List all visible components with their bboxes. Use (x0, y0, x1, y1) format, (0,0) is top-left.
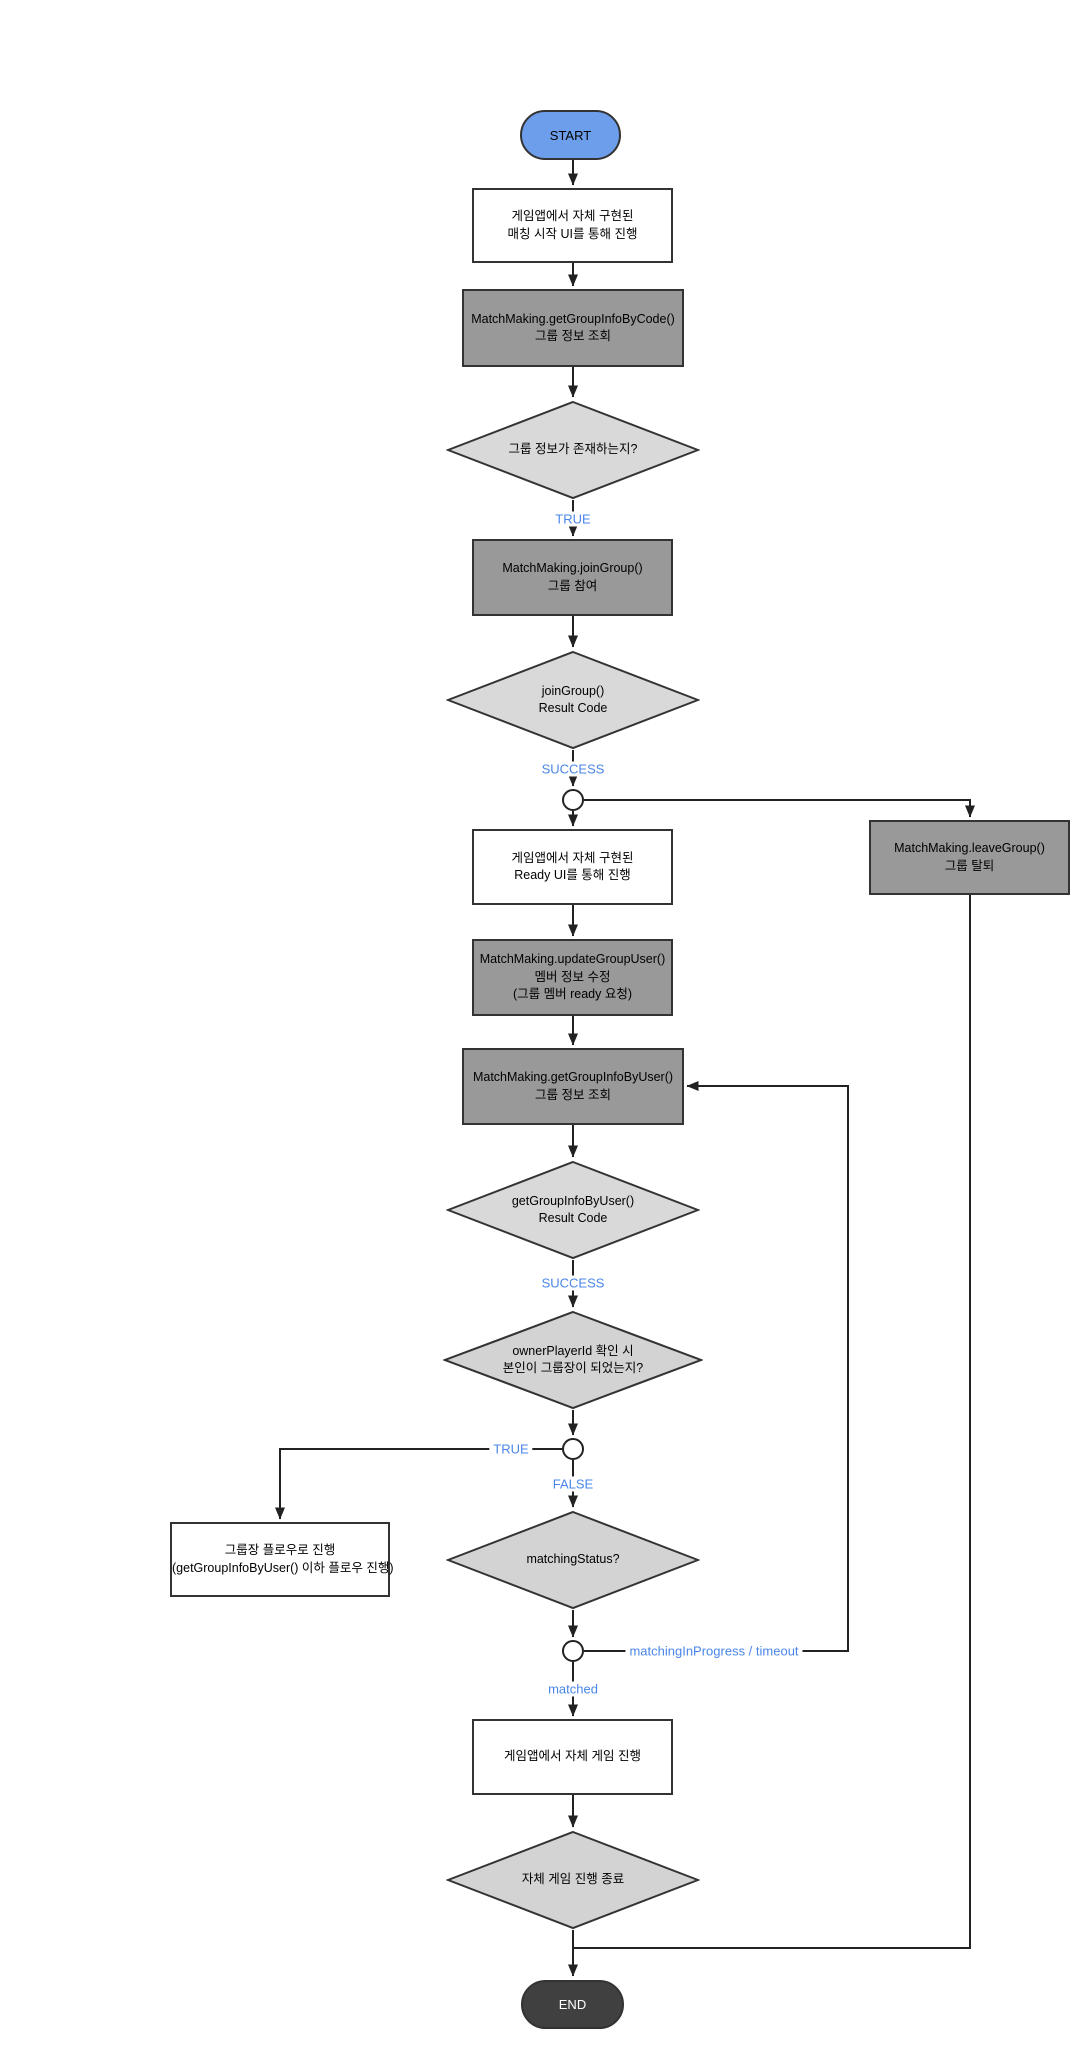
connector-circle-1 (562, 789, 584, 811)
process-label: MatchMaking.updateGroupUser() 멤버 정보 수정 (… (479, 952, 666, 1002)
connector-circle-3 (562, 1640, 584, 1662)
edge-label-true-join: TRUE (551, 511, 595, 527)
edge-label-success-get-info: SUCCESS (537, 1275, 609, 1291)
decision-game-end: 자체 게임 진행 종료 (446, 1830, 700, 1930)
edge-label-true-owner: TRUE (489, 1441, 533, 1457)
decision-get-group-info-result: getGroupInfoByUser() Result Code (446, 1160, 700, 1260)
edge-label-success-join: SUCCESS (537, 761, 609, 777)
process-label: 그룹장 플로우로 진행 (getGroupInfoByUser() 이하 플로우… (172, 1543, 394, 1575)
decision-join-group-result: joinGroup() Result Code (446, 650, 700, 750)
decision-label: 자체 게임 진행 종료 (521, 1872, 625, 1887)
end-label: END (558, 1997, 587, 2012)
process-matching-ui: 게임앱에서 자체 구현된 매칭 시작 UI를 통해 진행 (472, 188, 673, 263)
process-leave-group: MatchMaking.leaveGroup() 그룹 탈퇴 (869, 820, 1070, 895)
process-label: 게임앱에서 자체 게임 진행 (504, 1749, 641, 1764)
diamond-shape (446, 1160, 700, 1260)
diamond-shape (443, 1310, 703, 1410)
process-join-group: MatchMaking.joinGroup() 그룹 참여 (472, 539, 673, 616)
diamond-shape (446, 400, 700, 500)
diamond-shape (446, 650, 700, 750)
process-get-group-info-by-user: MatchMaking.getGroupInfoByUser() 그룹 정보 조… (462, 1048, 684, 1125)
diamond-shape (446, 1510, 700, 1610)
process-label: MatchMaking.joinGroup() 그룹 참여 (502, 561, 643, 593)
diamond-shape (446, 1830, 700, 1930)
decision-label: getGroupInfoByUser() Result Code (511, 1193, 635, 1226)
process-get-group-info-by-code: MatchMaking.getGroupInfoByCode() 그룹 정보 조… (462, 289, 684, 367)
decision-label: joinGroup() Result Code (538, 683, 608, 716)
process-label: MatchMaking.getGroupInfoByCode() 그룹 정보 조… (471, 311, 675, 344)
process-label: 게임앱에서 자체 구현된 매칭 시작 UI를 통해 진행 (507, 209, 638, 241)
decision-owner-check: ownerPlayerId 확인 시 본인이 그룹장이 되었는지? (443, 1310, 703, 1410)
process-update-group-user: MatchMaking.updateGroupUser() 멤버 정보 수정 (… (472, 939, 673, 1016)
edge-label-matched: matched (544, 1681, 602, 1697)
process-label: MatchMaking.leaveGroup() 그룹 탈퇴 (894, 841, 1045, 873)
connector-circle-2 (562, 1438, 584, 1460)
process-game-play: 게임앱에서 자체 게임 진행 (472, 1719, 673, 1795)
edge-label-matching-in-progress: matchingInProgress / timeout (625, 1643, 803, 1659)
edge-label-false-owner: FALSE (548, 1476, 598, 1492)
process-label: 게임앱에서 자체 구현된 Ready UI를 통해 진행 (511, 850, 634, 883)
decision-matching-status: matchingStatus? (446, 1510, 700, 1610)
start-label: START (549, 127, 592, 143)
end-node: END (521, 1980, 624, 2029)
decision-group-exists: 그룹 정보가 존재하는지? (446, 400, 700, 500)
decision-label: ownerPlayerId 확인 시 본인이 그룹장이 되었는지? (502, 1343, 644, 1376)
decision-label: matchingStatus? (526, 1552, 620, 1567)
process-owner-flow: 그룹장 플로우로 진행 (getGroupInfoByUser() 이하 플로우… (170, 1522, 394, 1597)
process-ready-ui: 게임앱에서 자체 구현된 Ready UI를 통해 진행 (472, 829, 673, 905)
process-label: MatchMaking.getGroupInfoByUser() 그룹 정보 조… (472, 1070, 674, 1102)
decision-label: 그룹 정보가 존재하는지? (508, 442, 638, 457)
start-node: START (520, 110, 621, 160)
